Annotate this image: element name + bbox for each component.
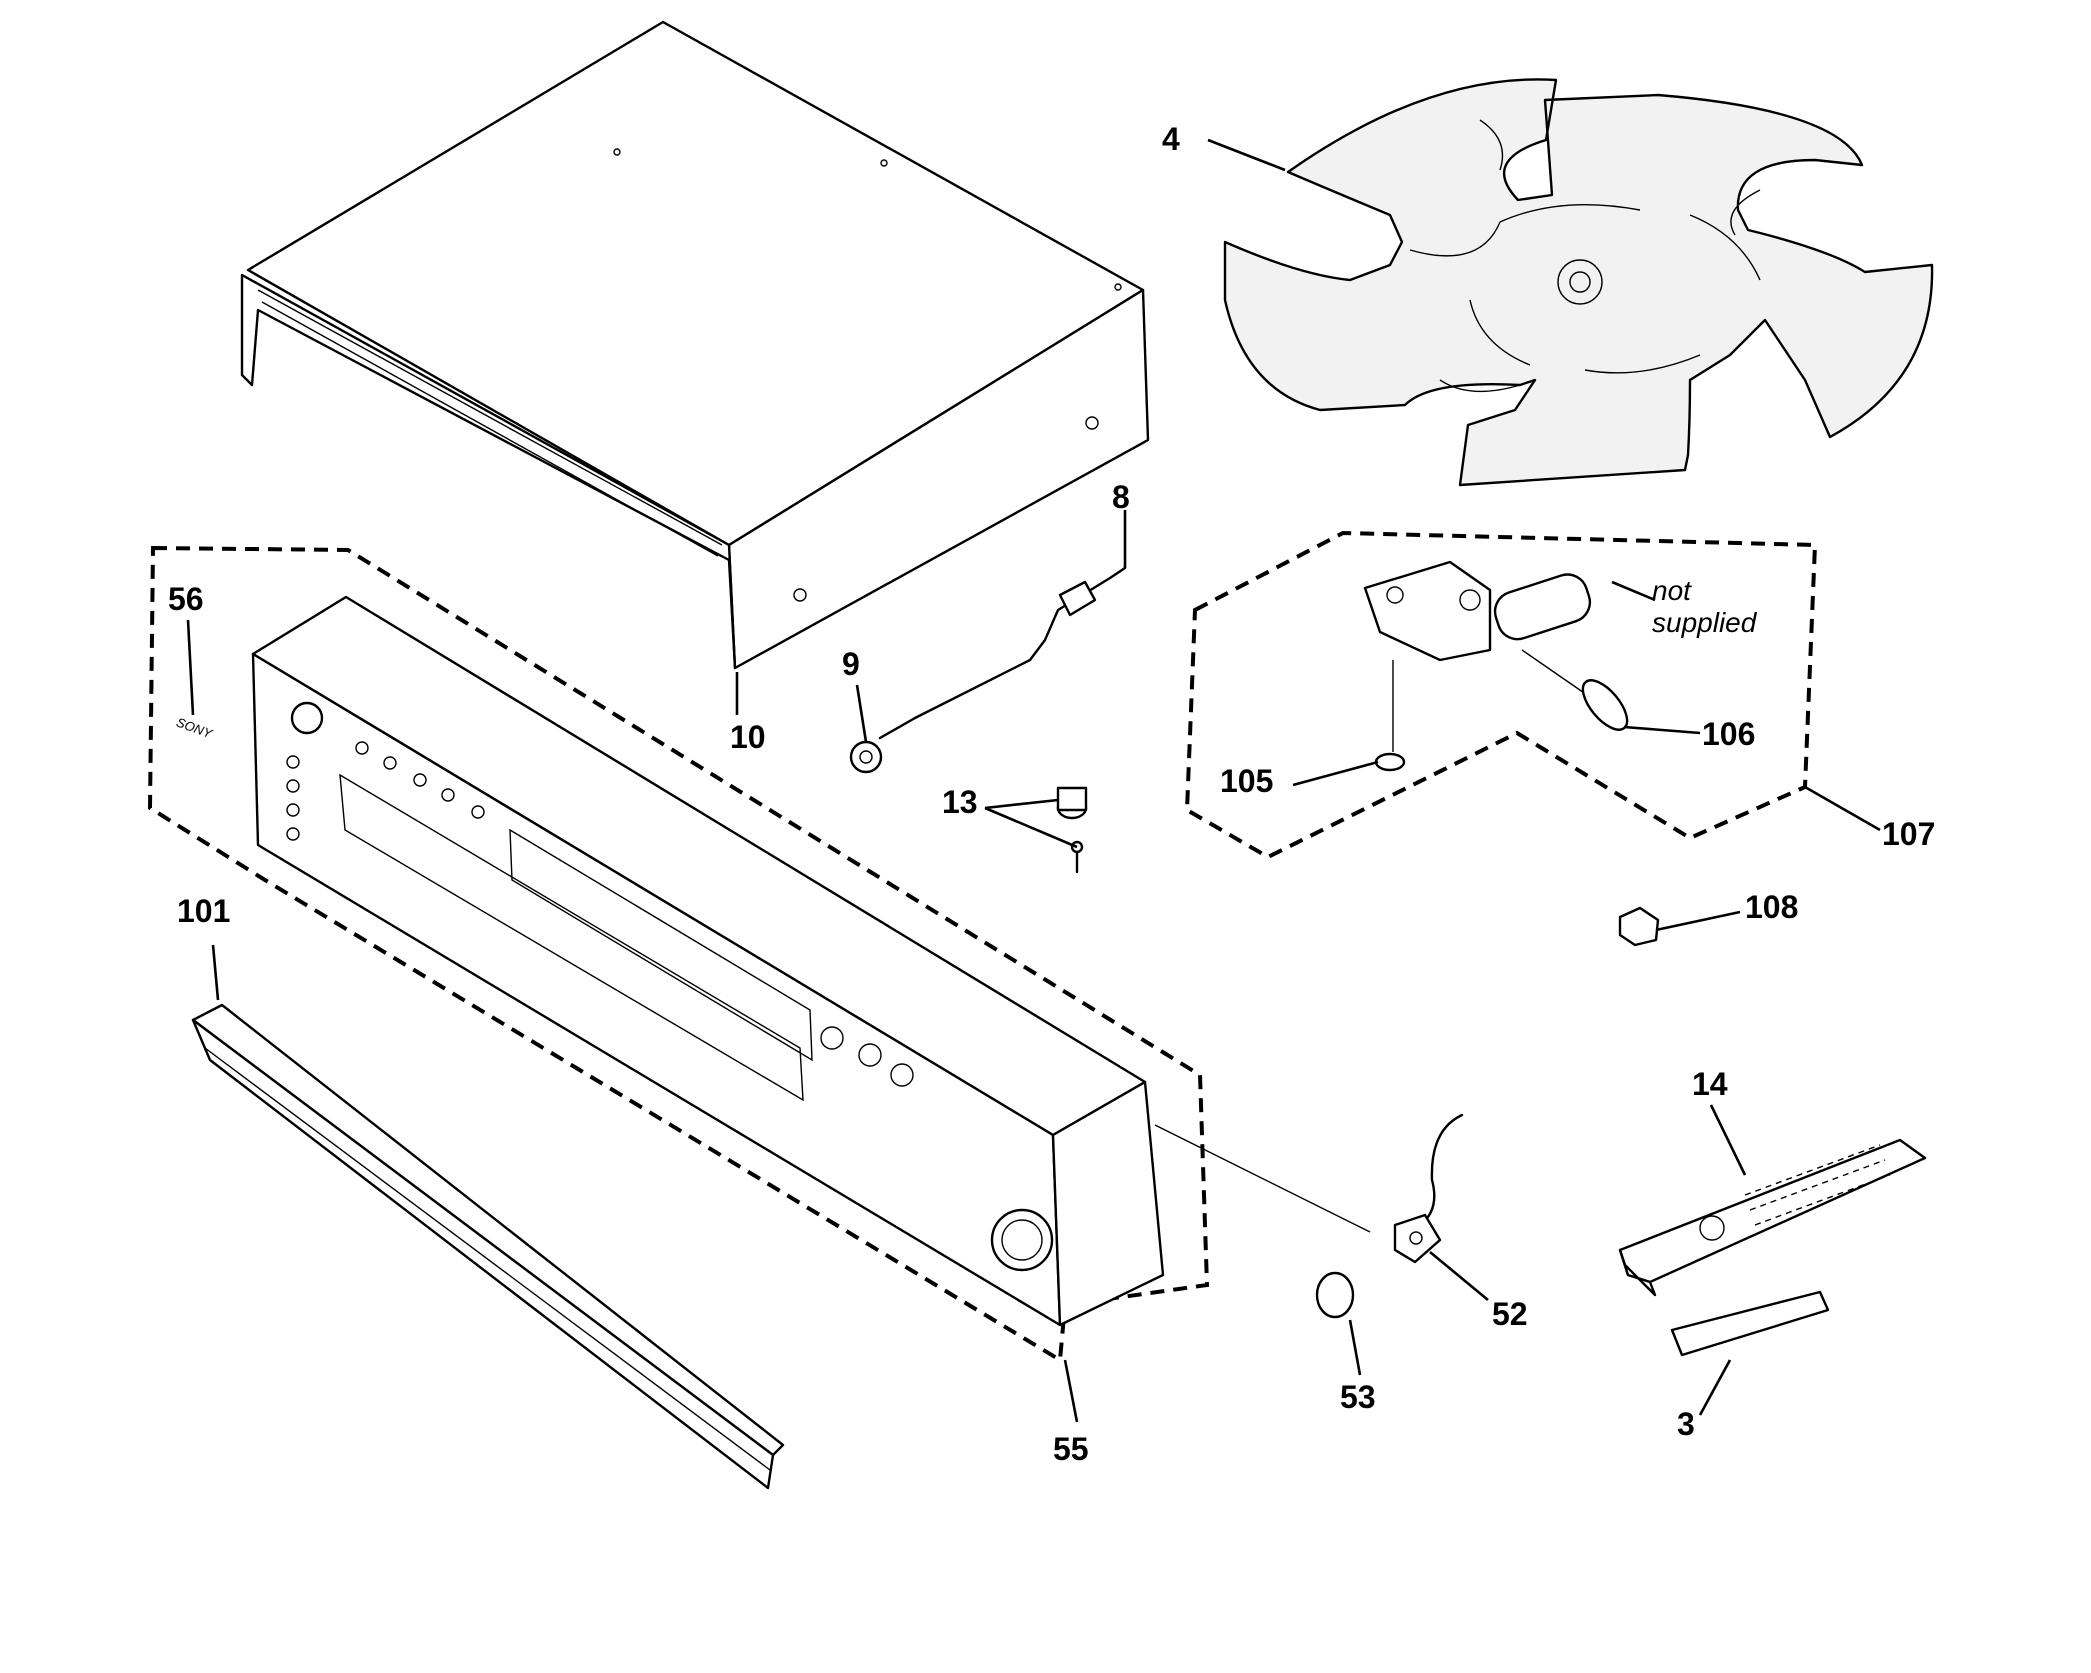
- logo-badge-part: SONY: [174, 714, 215, 741]
- label-part-105: 105: [1220, 763, 1273, 799]
- label-part-52: 52: [1492, 1296, 1528, 1332]
- top-cover-part: [240, 20, 1150, 670]
- label-part-4: 4: [1162, 121, 1180, 157]
- label-part-106: 106: [1702, 716, 1755, 752]
- label-part-8: 8: [1112, 479, 1130, 515]
- sensor-part: [1154, 1113, 1464, 1264]
- label-part-10: 10: [730, 719, 766, 755]
- remote-control-part: [1618, 1138, 1927, 1297]
- label-part-53: 53: [1340, 1379, 1376, 1415]
- label-part-9: 9: [842, 646, 860, 682]
- battery-lid-part: [1670, 1290, 1830, 1357]
- label-part-107: 107: [1882, 816, 1935, 852]
- clip-part: [1618, 906, 1660, 947]
- not-supplied-note-line1: not: [1652, 575, 1692, 606]
- door-trim-part: [191, 1003, 785, 1490]
- pickup-assembly-group: [1184, 530, 1818, 860]
- label-part-55: 55: [1053, 1431, 1089, 1467]
- label-part-108: 108: [1745, 889, 1798, 925]
- label-part-3: 3: [1677, 1406, 1695, 1442]
- label-part-101: 101: [177, 893, 230, 929]
- power-cord-part: [878, 566, 1127, 740]
- strain-relief-part: [849, 740, 883, 774]
- foot-part: [1056, 786, 1088, 874]
- leader-lines: [186, 138, 1881, 1423]
- knob-part: [1315, 1271, 1355, 1319]
- disc-tray-part: [1223, 78, 1934, 487]
- not-supplied-note-line2: supplied: [1652, 607, 1758, 638]
- front-panel-group: [147, 545, 1210, 1364]
- label-part-13: 13: [942, 784, 978, 820]
- label-part-14: 14: [1692, 1066, 1728, 1102]
- brand-mark: SONY: [174, 714, 215, 741]
- label-part-56: 56: [168, 581, 204, 617]
- part-labels: 4 8 9 10 13 56 55 101 105 106 107 108 14…: [168, 121, 1935, 1467]
